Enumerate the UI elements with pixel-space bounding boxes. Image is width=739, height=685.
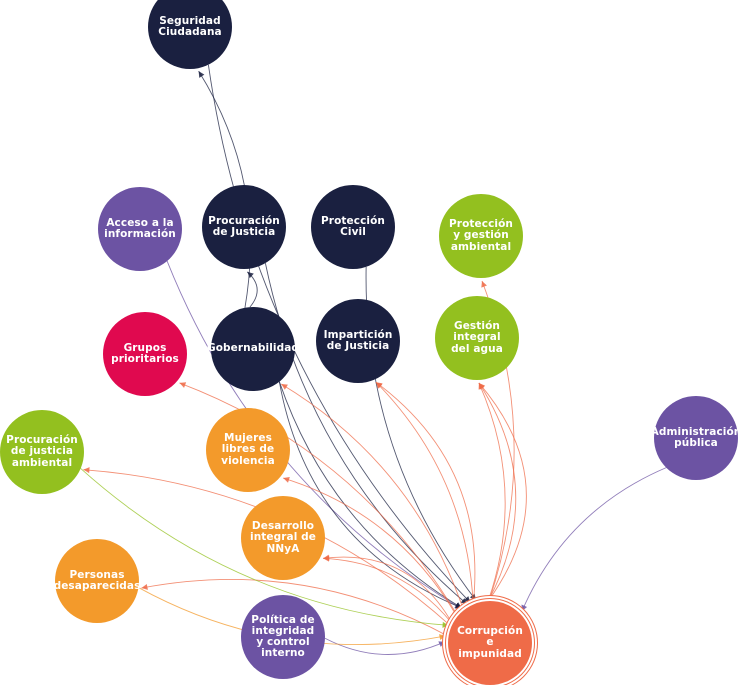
edge-admin-to-corrupcion: [521, 467, 667, 612]
node-politica-integridad[interactable]: Política de integridad y control interno: [241, 595, 325, 679]
node-label: Protección y gestión ambiental: [449, 218, 513, 253]
node-label: Protección Civil: [321, 214, 385, 238]
node-gestion-agua[interactable]: Gestión integral del agua: [435, 296, 519, 380]
node-imparticion-justicia[interactable]: Impartición de Justicia: [316, 299, 400, 383]
edge-arrowhead: [198, 71, 205, 78]
node-mujeres-libres-violencia[interactable]: Mujeres libres de violencia: [206, 408, 290, 492]
node-label: Grupos prioritarios: [111, 341, 179, 365]
edge-corrupcion-to-agua: [478, 382, 527, 602]
node-corrupcion-impunidad[interactable]: Corrupción e impunidad: [448, 601, 532, 685]
node-label: Procuración de Justicia: [208, 214, 280, 238]
node-label: Seguridad Ciudadana: [158, 14, 222, 38]
node-label: Impartición de Justicia: [323, 328, 393, 352]
edge-corrupcion-to-grupos: [179, 382, 459, 617]
node-label: Personas desaparecidas: [53, 568, 141, 592]
edge-corrupcion-to-mujeres: [283, 477, 458, 618]
node-proteccion-civil[interactable]: Protección Civil: [311, 185, 395, 269]
edge-arrowhead: [247, 271, 254, 279]
edge-politica-to-corrupcion: [324, 637, 446, 655]
node-label: Acceso a la información: [104, 216, 176, 240]
node-label: Política de integridad y control interno: [251, 613, 315, 660]
edge-corrupcion-to-imparticion: [375, 381, 476, 605]
node-grupos-prioritarios[interactable]: Grupos prioritarios: [103, 312, 187, 396]
node-label: Corrupción e impunidad: [457, 625, 523, 660]
edge-arrowhead: [478, 382, 486, 390]
node-desarrollo-nnya[interactable]: Desarrollo integral de NNyA: [241, 496, 325, 580]
edge-arrowhead: [283, 476, 290, 483]
edge-corrupcion-to-agua: [478, 382, 506, 602]
node-label: Administración pública: [650, 425, 739, 449]
node-procuracion-justicia-ambiental[interactable]: Procuración de justicia ambiental: [0, 410, 84, 494]
node-seguridad-ciudadana[interactable]: Seguridad Ciudadana: [148, 0, 232, 69]
edge-arrowhead: [455, 602, 462, 609]
edge-arrowhead: [442, 621, 449, 628]
edge-arrowhead: [438, 641, 446, 647]
edge-arrowhead: [141, 583, 148, 590]
edge-arrowhead: [376, 382, 383, 389]
edge-arrowhead: [439, 634, 446, 641]
edge-arrowhead: [83, 467, 90, 474]
edge-arrowhead: [460, 598, 468, 605]
edge-corrupcion-to-gobernabilidad: [281, 383, 465, 611]
edge-corrupcion-to-personas: [141, 578, 449, 637]
edge-corrupcion-to-nnya: [323, 557, 453, 625]
node-label: Gestión integral del agua: [451, 320, 503, 355]
edge-corrupcion-to-agua: [478, 382, 517, 602]
node-personas-desaparecidas[interactable]: Personas desaparecidas: [53, 539, 141, 623]
edge-arrowhead: [179, 382, 187, 388]
node-proteccion-ambiental[interactable]: Protección y gestión ambiental: [439, 194, 523, 278]
edge-arrowhead: [281, 384, 288, 390]
node-label: Procuración de justicia ambiental: [6, 434, 78, 469]
node-acceso-informacion[interactable]: Acceso a la información: [98, 187, 182, 271]
node-procuracion-justicia[interactable]: Procuración de Justicia: [202, 185, 286, 269]
edge-arrowhead: [521, 604, 528, 612]
node-label: Mujeres libres de violencia: [221, 432, 275, 467]
edge-corrupcion-to-nnya: [323, 556, 453, 625]
node-administracion-publica[interactable]: Administración pública: [650, 396, 739, 480]
edge-arrowhead: [463, 596, 471, 603]
edge-seguridad-to-corrupcion: [207, 64, 471, 603]
node-label: Desarrollo integral de NNyA: [250, 520, 316, 555]
edge-corrupcion-to-imparticion: [375, 381, 474, 605]
edge-gobernabilidad-to-corrupcion: [278, 381, 462, 609]
edge-proc_amb-to-corrupcion: [80, 468, 449, 626]
edge-arrowhead: [323, 554, 330, 561]
edge-gobernabilidad-to-corrupcion: [278, 381, 462, 609]
node-label: Gobernabilidad: [206, 342, 300, 355]
edge-arrowhead: [481, 280, 487, 288]
node-gobernabilidad[interactable]: Gobernabilidad: [207, 307, 299, 391]
